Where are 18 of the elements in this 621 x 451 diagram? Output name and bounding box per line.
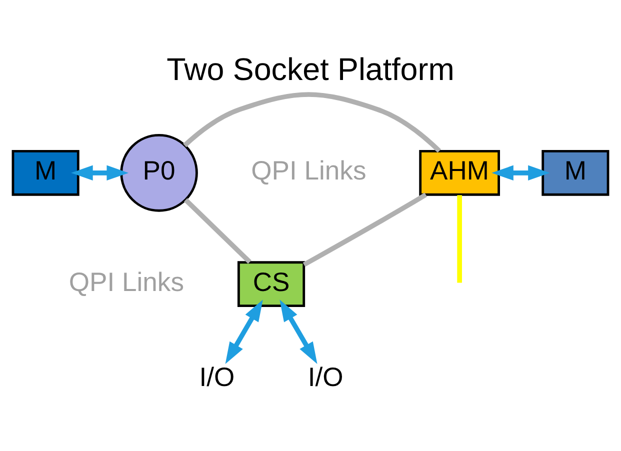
node-text: I/O (308, 362, 344, 392)
node-circle: P0 (120, 134, 198, 212)
label: QPI Links (251, 156, 366, 186)
arrow (492, 165, 550, 181)
connector (302, 192, 428, 267)
connector (184, 198, 252, 264)
diagram-title: Two Socket Platform (166, 52, 454, 87)
arrow (280, 300, 318, 364)
connector (183, 92, 441, 153)
arrow (71, 165, 129, 181)
node-box: M (12, 150, 80, 196)
node-box: AHM (419, 150, 500, 196)
node-text: I/O (199, 362, 235, 392)
label: QPI Links (68, 266, 184, 297)
node-box: M (542, 150, 610, 196)
connector (457, 195, 462, 283)
arrow (225, 300, 263, 364)
node-box: CS (237, 261, 306, 308)
